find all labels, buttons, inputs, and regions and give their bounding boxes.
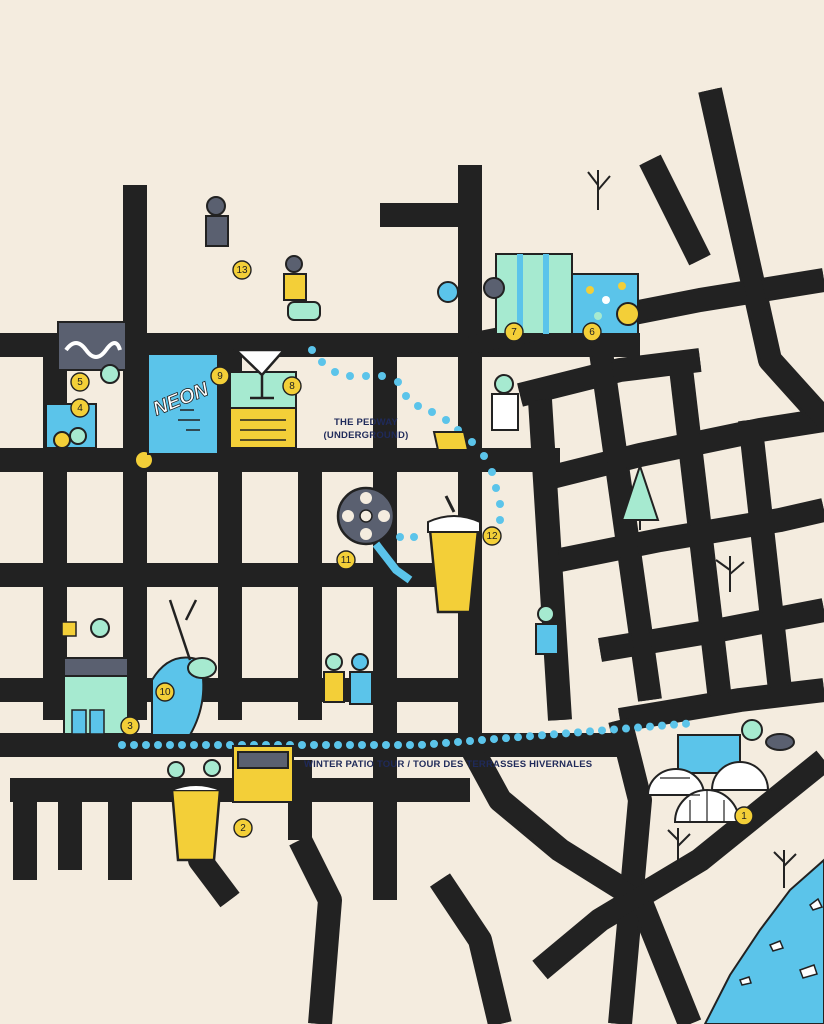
marker-9[interactable]: 9 xyxy=(210,366,230,386)
marker-circle xyxy=(504,322,524,342)
marker-1[interactable]: 1 xyxy=(734,806,754,826)
marker-circle xyxy=(336,550,356,570)
gallery-art-landmark xyxy=(45,321,154,470)
marker-circle xyxy=(70,372,90,392)
pedestrians xyxy=(205,196,559,705)
patio-tour-label: WINTER PATIO TOUR / TOUR DES TERRASSES H… xyxy=(304,759,592,770)
marker-12[interactable]: 12 xyxy=(482,526,502,546)
marker-label: 10 xyxy=(159,687,171,698)
marker-circle xyxy=(210,366,230,386)
marker-6[interactable]: 6 xyxy=(582,322,602,342)
marker-label: 13 xyxy=(236,265,248,276)
marker-7[interactable]: 7 xyxy=(504,322,524,342)
beer-glass-landmark xyxy=(167,745,294,862)
marker-circle xyxy=(232,260,252,280)
marker-5[interactable]: 5 xyxy=(70,372,90,392)
marker-circle xyxy=(734,806,754,826)
park-waterfall-landmark xyxy=(151,599,217,736)
marker-2[interactable]: 2 xyxy=(233,818,253,838)
marker-circle xyxy=(233,818,253,838)
marker-label: 1 xyxy=(741,811,747,822)
marker-label: 2 xyxy=(240,823,246,834)
building-landmark xyxy=(61,618,129,735)
marker-circle xyxy=(120,716,140,736)
marker-label: 3 xyxy=(127,721,133,732)
mural-landmark xyxy=(437,253,640,335)
marker-circle xyxy=(482,526,502,546)
marker-label: 6 xyxy=(589,327,595,338)
marker-11[interactable]: 11 xyxy=(336,550,356,570)
marker-circle xyxy=(582,322,602,342)
river xyxy=(703,858,824,1024)
pedway-route xyxy=(308,346,504,541)
marker-circle xyxy=(70,398,90,418)
marker-label: 9 xyxy=(217,371,223,382)
marker-label: 12 xyxy=(486,531,498,542)
marker-circle xyxy=(155,682,175,702)
pedway-label-line1: THE PEDWAY xyxy=(334,417,398,428)
marker-circle xyxy=(282,376,302,396)
marker-8[interactable]: 8 xyxy=(282,376,302,396)
film-reel-landmark xyxy=(336,486,413,584)
marker-label: 8 xyxy=(289,381,295,392)
neon-sign: NEON xyxy=(147,353,219,455)
marker-label: 4 xyxy=(77,403,83,414)
pedway-label-line2: (UNDERGROUND) xyxy=(324,430,409,441)
trees xyxy=(587,170,797,888)
marker-13[interactable]: 13 xyxy=(232,260,252,280)
marker-10[interactable]: 10 xyxy=(155,682,175,702)
bubble-tea-landmark xyxy=(427,495,481,614)
marker-label: 5 xyxy=(77,377,83,388)
marker-3[interactable]: 3 xyxy=(120,716,140,736)
igloo-domes-landmark xyxy=(646,719,795,823)
marker-label: 11 xyxy=(341,555,352,566)
marker-4[interactable]: 4 xyxy=(70,398,90,418)
marker-label: 7 xyxy=(511,327,517,338)
